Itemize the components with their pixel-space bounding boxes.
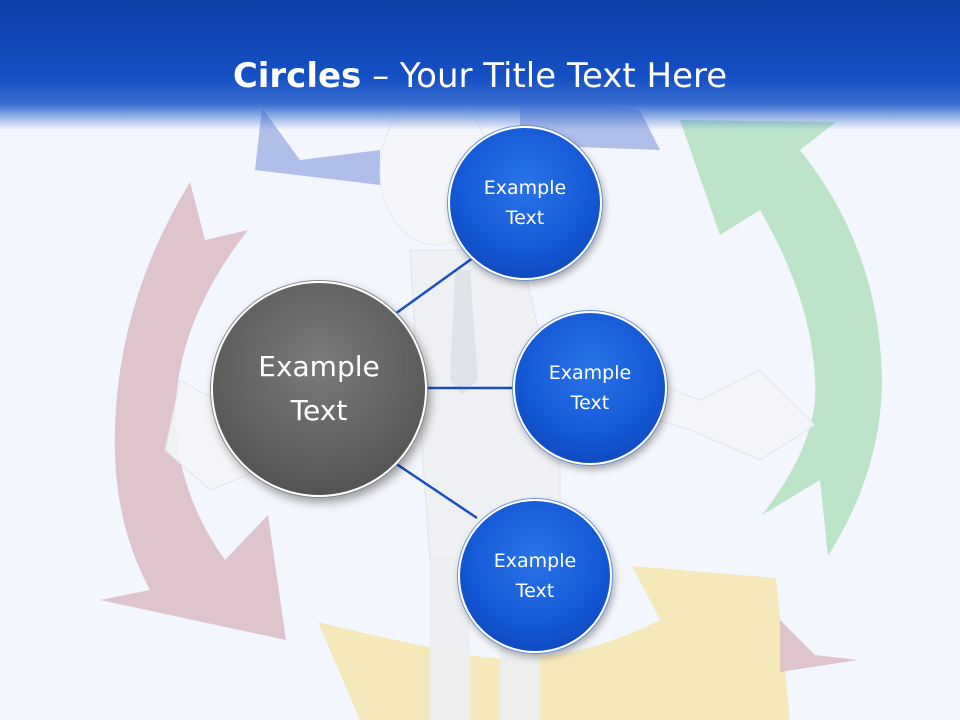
slide-title: Circles – Your Title Text Here: [0, 54, 960, 98]
title-rest-part: – Your Title Text Here: [361, 56, 728, 96]
title-bold-part: Circles: [232, 56, 362, 96]
satellite-circle-label: Example Text: [493, 550, 577, 602]
center-circle[interactable]: Example Text: [211, 281, 427, 497]
connector-line-bottom: [394, 461, 478, 520]
green-arrow-shape: [680, 120, 882, 556]
header-band: [0, 0, 960, 130]
connector-line-top: [394, 253, 478, 316]
satellite-circle-bottom[interactable]: Example Text: [458, 499, 612, 653]
satellite-circle-middle[interactable]: Example Text: [513, 311, 667, 465]
center-circle-label: Example Text: [258, 350, 380, 427]
satellite-circle-label: Example Text: [548, 362, 632, 414]
red-arrow-shape: [100, 182, 858, 672]
satellite-circle-top[interactable]: Example Text: [448, 126, 602, 280]
satellite-circle-label: Example Text: [483, 177, 567, 229]
